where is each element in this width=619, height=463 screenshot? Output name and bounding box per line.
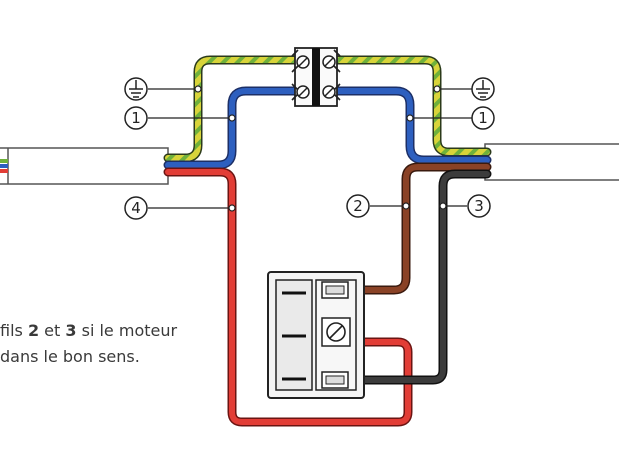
svg-text:1: 1	[131, 109, 141, 127]
earth-wire-fill	[165, 57, 490, 161]
note-wire-2: 2	[27, 321, 40, 340]
callout-1-right: 1	[471, 106, 495, 130]
terminal-block	[291, 47, 341, 107]
note-text-c: si le moteur	[76, 321, 178, 340]
left-sheath-wire-ends	[0, 159, 8, 173]
left-cable-sheath	[0, 147, 169, 185]
note-text-a: fils	[0, 321, 28, 340]
callout-leaders	[148, 85, 483, 212]
svg-text:4: 4	[131, 199, 141, 217]
svg-text:3: 3	[474, 197, 484, 215]
svg-text:2: 2	[353, 197, 363, 215]
note-line-2: dans le bon sens.	[0, 347, 140, 366]
black-wire-fill	[355, 171, 490, 383]
svg-text:1: 1	[478, 109, 488, 127]
right-cable-sheath	[484, 143, 619, 181]
instruction-note: fils 2 et 3 si le moteur dans le bon sen…	[0, 318, 177, 370]
callout-4: 4	[124, 196, 148, 220]
brown-wire-fill	[355, 164, 490, 293]
note-text-b: et	[39, 321, 66, 340]
brown-wire	[353, 162, 492, 295]
note-wire-3: 3	[65, 321, 77, 340]
ground-callout-right	[471, 77, 495, 101]
callout-3: 3	[467, 194, 491, 218]
callout-2: 2	[346, 194, 370, 218]
ground-callout-left	[124, 77, 148, 101]
neutral-wire-fill	[165, 88, 490, 168]
roller-shutter-switch	[267, 271, 365, 399]
callout-1-left: 1	[124, 106, 148, 130]
phase-wire-fill	[165, 169, 411, 425]
note-line-1: fils 2 et 3 si le moteur	[0, 318, 177, 344]
